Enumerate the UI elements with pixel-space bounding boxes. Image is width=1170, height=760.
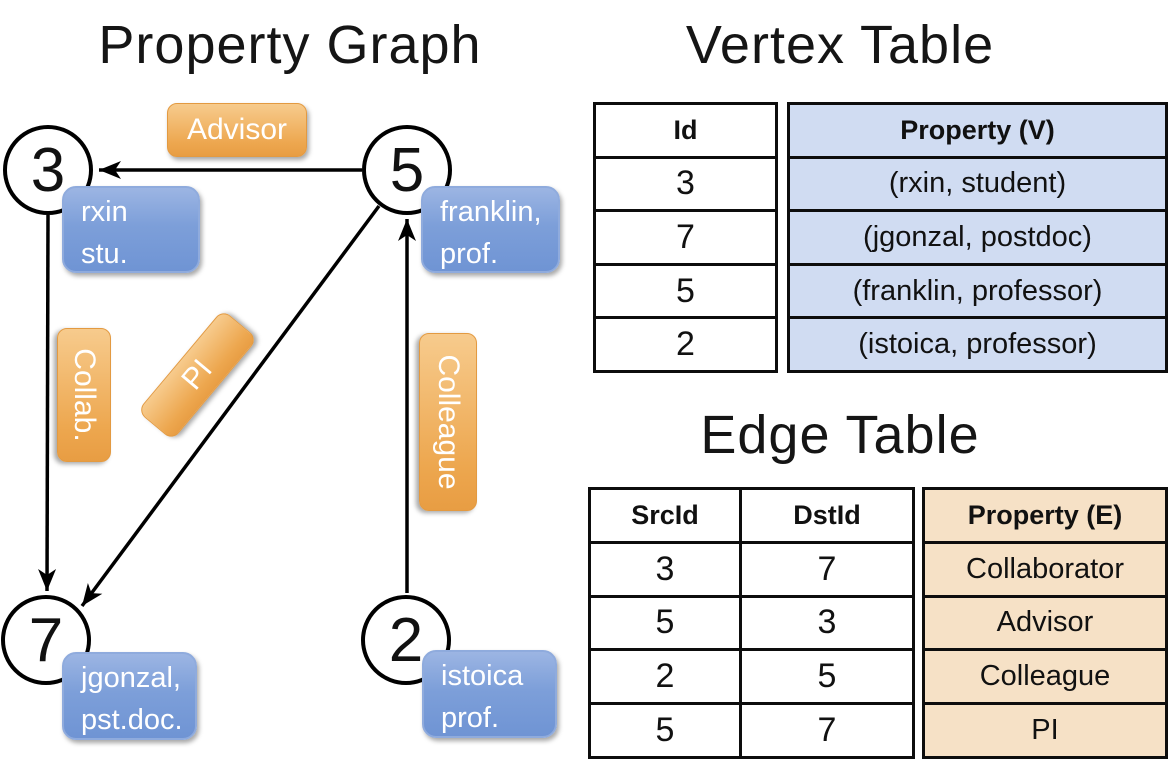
- node-3-property-line2: stu.: [81, 238, 128, 270]
- edge-table-row-dstid: 5: [742, 651, 912, 706]
- vertex-node-5-id: 5: [389, 135, 425, 205]
- node-2-property-line1: istoica: [441, 660, 524, 692]
- vertex-node-3-id: 3: [30, 135, 66, 205]
- node-5-property-line2: prof.: [440, 238, 499, 270]
- vertex-table-header-property: Property (V): [790, 105, 1165, 159]
- node-5-property-box: franklin, prof.: [421, 186, 560, 273]
- vertex-table-row-id: 7: [596, 212, 775, 266]
- edge-table-srcid-column: SrcId 3 5 2 5: [588, 487, 742, 759]
- vertex-node-2: 2: [361, 595, 451, 685]
- vertex-node-7-id: 7: [28, 605, 64, 675]
- node-7-property-line1: jgonzal,: [81, 662, 181, 694]
- edge-table-header-srcid: SrcId: [591, 490, 739, 544]
- property-graph-title: Property Graph: [98, 15, 482, 75]
- edge-table-row-srcid: 5: [591, 598, 739, 652]
- edge-table-row-dstid: 7: [742, 544, 912, 598]
- edge-table-property-column: Property (E) Collaborator Advisor Collea…: [922, 487, 1168, 759]
- vertex-table-row-id: 5: [596, 266, 775, 320]
- edge-table-header-property: Property (E): [925, 490, 1165, 544]
- edge-label-advisor-text: Advisor: [186, 113, 288, 146]
- node-2-property-line2: prof.: [441, 702, 500, 734]
- vertex-table-property-column: Property (V) (rxin, student) (jgonzal, p…: [787, 102, 1168, 373]
- node-3-property-box: rxin stu.: [62, 186, 200, 273]
- edge-table-header-dstid: DstId: [742, 490, 912, 544]
- vertex-node-2-id: 2: [388, 605, 424, 675]
- vertex-table-row-property: (jgonzal, postdoc): [790, 212, 1165, 266]
- edge-collab-3-to-7: [38, 214, 57, 592]
- edge-table-row-srcid: 3: [591, 544, 739, 598]
- vertex-table-row-property: (franklin, professor): [790, 265, 1165, 320]
- node-7-property-box: jgonzal, pst.doc.: [62, 652, 197, 740]
- edge-label-colleague: Colleague: [419, 333, 477, 511]
- node-7-property-line2: pst.doc.: [81, 704, 183, 736]
- vertex-table-row-id: 3: [596, 159, 775, 213]
- edge-table-row-property: Colleague: [925, 651, 1165, 706]
- node-5-property-line1: franklin,: [440, 196, 542, 228]
- edge-table-row-dstid: 7: [817, 711, 837, 750]
- edge-label-advisor: Advisor: [167, 103, 307, 157]
- edge-table-row-property: Collaborator: [925, 543, 1165, 598]
- vertex-table-header-id: Id: [596, 105, 775, 159]
- edge-pi-5-to-7: [80, 204, 381, 608]
- vertex-table-title: Vertex Table: [685, 15, 995, 75]
- edge-label-pi-text: PI: [175, 353, 219, 397]
- graph-edges-svg: [38, 161, 416, 608]
- vertex-table-row-property: (istoica, professor): [790, 319, 1165, 370]
- edge-table-row-dstid: 3: [742, 598, 912, 652]
- edge-table-row-srcid: 5: [655, 711, 675, 750]
- edge-table-row-property: Advisor: [925, 597, 1165, 652]
- edge-table-title: Edge Table: [700, 405, 980, 465]
- vertex-node-5: 5: [362, 125, 452, 215]
- edge-label-collab-text: Collab.: [68, 348, 101, 442]
- vertex-table-row-id: 2: [676, 325, 695, 364]
- edge-table-row-property: PI: [925, 705, 1165, 756]
- node-2-property-box: istoica prof.: [422, 650, 557, 738]
- edge-table-dstid-column: DstId 7 3 5 7: [739, 487, 915, 759]
- edge-label-collab: Collab.: [57, 328, 111, 462]
- vertex-table-row-property: (rxin, student): [790, 158, 1165, 213]
- edge-label-colleague-text: Colleague: [432, 354, 465, 490]
- node-3-property-line1: rxin: [81, 196, 128, 228]
- edge-table-row-srcid: 2: [591, 651, 739, 706]
- vertex-table-id-column: Id 3 7 5 2: [593, 102, 778, 373]
